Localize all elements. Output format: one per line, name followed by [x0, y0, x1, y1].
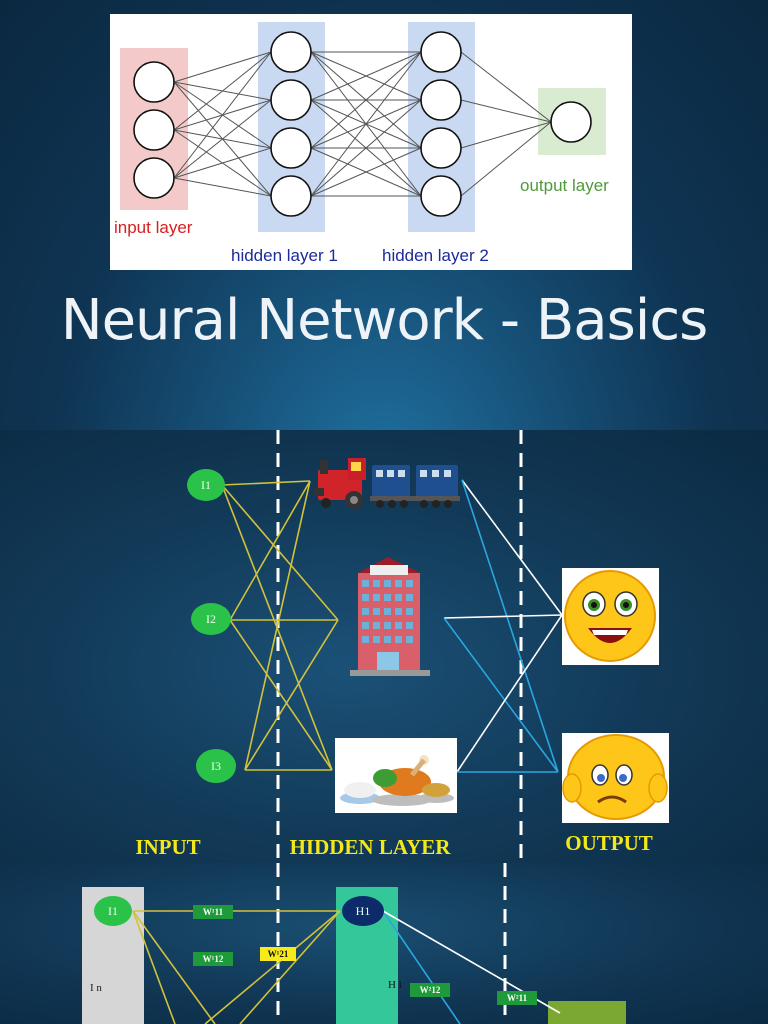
output-layer-label: output layer	[520, 176, 609, 195]
edge-i2-h3	[229, 619, 333, 771]
edge-i3-h1	[244, 480, 311, 771]
weight-box-w2-12: W²12	[410, 983, 450, 997]
edge-i1-h2	[221, 484, 339, 621]
hidden2-node-1	[420, 31, 462, 73]
edge-h1-o1	[461, 479, 563, 616]
food-icon	[335, 738, 457, 813]
hidden1-node-2	[270, 79, 312, 121]
edge-hidden1-2-hidden2-0	[310, 51, 422, 149]
hidden1-node-1	[270, 31, 312, 73]
hidden1-node-4	[270, 175, 312, 217]
edge-i1-h1	[221, 480, 311, 486]
slide-weights-detail: I n H i I1 H1 W¹11 W¹12	[0, 863, 768, 1024]
edge-input-2-hidden1-2	[173, 147, 272, 179]
output-column	[548, 1001, 626, 1024]
output-section-label: OUTPUT	[565, 831, 653, 855]
hidden-layer-1-label: hidden layer 1	[231, 246, 338, 265]
edge-input-2-hidden1-3	[173, 177, 272, 197]
input-node-3	[133, 157, 175, 199]
input-section-label: INPUT	[135, 835, 200, 859]
input-node-i1-detail-label: I1	[108, 904, 118, 918]
edge-i2-h1	[229, 480, 311, 621]
weights-diagram-svg: I n H i I1 H1 W¹11 W¹12	[82, 863, 626, 1024]
edge-hidden1-1-hidden2-0	[310, 51, 422, 101]
hidden-node-h1: H1	[342, 896, 384, 926]
edge-h2-o1	[443, 614, 563, 619]
input-column-text: I n	[90, 982, 102, 994]
slide-title: Neural Network - Basics	[60, 288, 709, 353]
svg-text:W²12: W²12	[420, 985, 441, 995]
input-node-i1-detail: I1	[94, 896, 132, 926]
svg-text:W²11: W²11	[507, 993, 528, 1003]
input-hidden-connections	[221, 480, 339, 771]
edge-h1-out-blue	[382, 910, 461, 1024]
edge-input-2-hidden1-1	[173, 99, 272, 179]
svg-text:W¹21: W¹21	[268, 949, 289, 959]
weight-box-w12: W¹12	[193, 952, 233, 966]
edge-input-0-hidden1-0	[173, 51, 272, 83]
edge-i3-h2	[244, 619, 339, 771]
hidden-layer-2-label: hidden layer 2	[382, 246, 489, 265]
input-node-i2-label: I2	[206, 612, 216, 626]
network-diagram-image: input layer hidden layer 1 hidden layer …	[110, 14, 632, 270]
hidden2-node-2	[420, 79, 462, 121]
weight-connections	[132, 910, 341, 1024]
edge-hidden1-3-hidden2-0	[310, 51, 422, 197]
output-node-1	[550, 101, 592, 143]
edge-input-2-hidden1-0	[173, 51, 272, 179]
hidden2-node-4	[420, 175, 462, 217]
input-node-i1-label: I1	[201, 478, 211, 492]
happy-face-icon	[562, 568, 659, 665]
edge-h3-o1	[456, 614, 563, 773]
hotel-icon	[350, 557, 430, 676]
edge-hidden1-3-hidden2-1	[310, 99, 422, 197]
slide-network-example: I1 I2 I3	[0, 430, 768, 863]
network-edges	[173, 51, 552, 197]
input-node-i1: I1	[187, 469, 225, 501]
edge-hidden2-1-output-0	[460, 99, 552, 123]
edge-h2-o2	[443, 617, 559, 773]
weight-box-w11: W¹11	[193, 905, 233, 919]
input-node-i2: I2	[191, 603, 231, 635]
edge-hidden1-3-hidden2-2	[310, 147, 422, 197]
input-node-2	[133, 109, 175, 151]
hidden2-node-3	[420, 127, 462, 169]
network-nodes	[133, 31, 592, 217]
hidden-section-label: HIDDEN LAYER	[290, 835, 452, 859]
edge-hidden2-0-output-0	[460, 51, 552, 123]
input-layer-label: input layer	[114, 218, 193, 237]
input-node-i3: I3	[196, 749, 236, 783]
slide-neural-network-basics: input layer hidden layer 1 hidden layer …	[0, 0, 768, 430]
svg-text:W¹11: W¹11	[203, 907, 224, 917]
train-icon	[314, 458, 460, 509]
weight-box-w2-11: W²11	[497, 991, 537, 1005]
input-node-i3-label: I3	[211, 759, 221, 773]
input-node-1	[133, 61, 175, 103]
hidden-output-connections	[443, 479, 563, 773]
edge-input-1-hidden1-0	[173, 51, 272, 131]
worried-face-icon	[562, 733, 669, 823]
edge-h1-o2	[461, 479, 559, 773]
network-diagram-svg	[120, 22, 606, 232]
svg-text:W¹12: W¹12	[203, 954, 224, 964]
edge-hidden2-3-output-0	[460, 121, 552, 197]
example-network-svg: I1 I2 I3	[135, 430, 669, 863]
weight-box-w21: W¹21	[260, 947, 296, 961]
hidden1-node-3	[270, 127, 312, 169]
hidden-node-h1-label: H1	[356, 904, 371, 918]
hidden-column-text: H i	[388, 979, 402, 991]
edge-hidden2-2-output-0	[460, 121, 552, 149]
